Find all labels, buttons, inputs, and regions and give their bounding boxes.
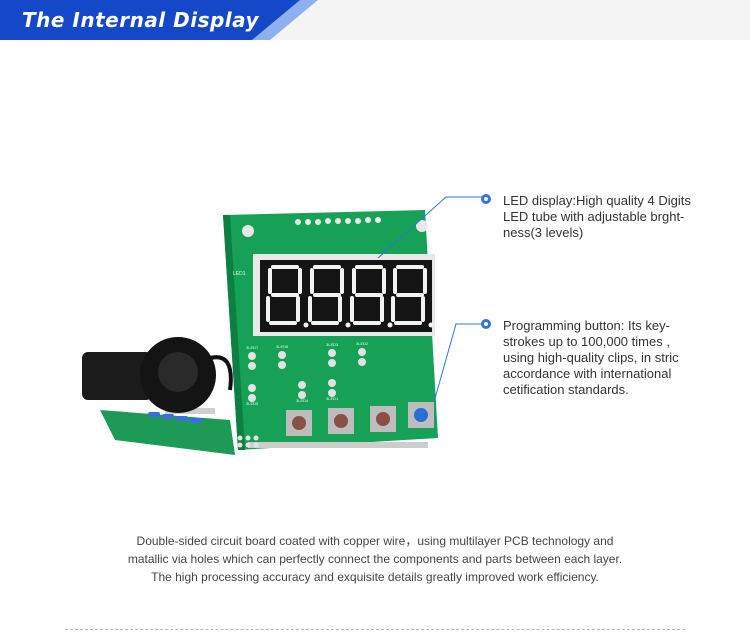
led-digits [266, 265, 427, 325]
description-line: matallic via holes which can perfectly c… [127, 552, 623, 566]
transformer [82, 337, 233, 413]
resistors [148, 412, 202, 423]
led-silkscreen-label: 3LED1 [326, 396, 339, 401]
dotted-divider [65, 629, 685, 630]
description-line: Double-sided circuit board coated with c… [136, 534, 614, 548]
led-silkscreen-label: 3LED3 [326, 342, 339, 347]
led-silkscreen-label: 3LED4 [296, 398, 309, 403]
led-silkscreen-label: 3LED2 [356, 341, 369, 346]
callout-line: LED tube with adjustable brght- [503, 209, 685, 224]
page-title: The Internal Display [22, 8, 260, 32]
callout-line: LED display:High quality 4 Digits [503, 193, 691, 208]
display-label: LED1 [233, 271, 246, 277]
callout-line: using high-quality clips, in stric [503, 350, 679, 365]
led-silkscreen-label: 3LED5 [246, 401, 259, 406]
description-line: The high processing accuracy and exquisi… [151, 570, 599, 584]
led-display-callout: LED display:High quality 4 Digits LED tu… [503, 193, 723, 241]
led-display [253, 254, 435, 336]
led-silkscreen-label: 3LED6 [276, 344, 289, 349]
programming-button-callout: Programming button: Its key- strokes up … [503, 318, 723, 398]
board-description: Double-sided circuit board coated with c… [60, 532, 690, 586]
header-ribbon-shape [0, 0, 318, 40]
led-pads [248, 348, 366, 402]
callout-line: Programming button: Its key- [503, 318, 670, 333]
header-banner: The Internal Display [0, 0, 750, 40]
callout-line: accordance with international [503, 366, 672, 381]
tactile-buttons [286, 402, 434, 436]
pin-header [295, 217, 381, 225]
callout-line: strokes up to 100,000 times , [503, 334, 670, 349]
callout-line: cetification standards. [503, 382, 629, 397]
led-silkscreen-label: 3LED7 [246, 345, 259, 350]
callout-line: ness(3 levels) [503, 225, 584, 240]
